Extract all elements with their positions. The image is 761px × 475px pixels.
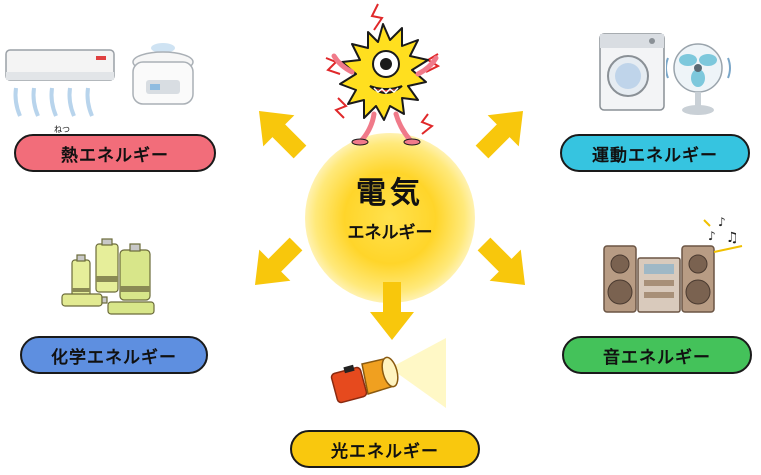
heat-ruby: ねつ: [54, 125, 70, 134]
arrow-to-light: [370, 282, 414, 340]
arrow-to-sound: [468, 228, 541, 301]
arrow-to-motion: [466, 95, 539, 168]
chemical-energy-label: 化学エネルギー: [20, 336, 208, 374]
fan-icon: [666, 43, 731, 115]
arrow-to-chemical: [239, 228, 312, 301]
rice-cooker-icon: [132, 43, 194, 105]
motion-energy-label: 運動エネルギー: [560, 134, 750, 172]
air-conditioner-icon: [5, 49, 115, 117]
light-energy-label: 光エネルギー: [290, 430, 480, 468]
svg-text:♫: ♫: [726, 230, 739, 246]
svg-text:♪: ♪: [708, 229, 716, 243]
svg-text:♪: ♪: [718, 215, 726, 229]
washing-machine-icon: [599, 33, 665, 111]
center-subtitle: エネルギー: [347, 223, 433, 243]
arrow-to-heat: [243, 95, 316, 168]
sound-energy-label: 音エネルギー: [562, 336, 752, 374]
stereo-icon: [603, 245, 715, 313]
music-notes-icon: ♪ ♫ ♪: [703, 215, 743, 253]
electric-energy-glow: [305, 133, 475, 303]
flashlight-icon: [330, 338, 446, 408]
heat-energy-label: 熱エネルギー: [14, 134, 216, 172]
electricity-character-icon: [325, 3, 441, 146]
batteries-icon: [61, 238, 155, 315]
center-title: 電気: [356, 176, 424, 211]
